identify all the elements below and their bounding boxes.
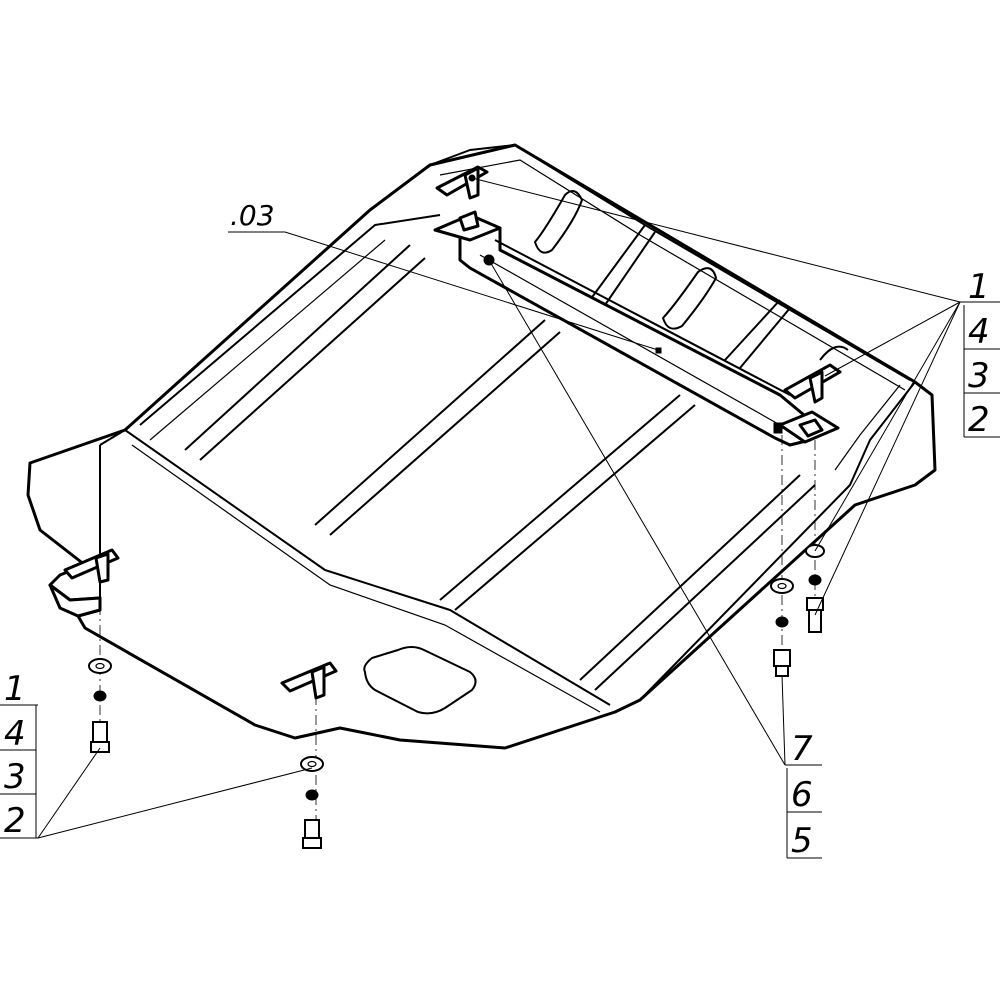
slot-2 [662, 267, 717, 330]
left-bend-line-2 [149, 239, 386, 441]
callout-right-3: 3 [968, 356, 990, 396]
callout-bottom-5: 5 [791, 821, 813, 861]
cross-member-bracket [433, 210, 840, 447]
left-bend-line [139, 214, 441, 426]
callout-left-1: 1 [4, 669, 26, 709]
rear-slots [534, 190, 717, 330]
clip-front-center [280, 661, 338, 700]
right-bend-line-2 [834, 384, 901, 471]
clip-rear-left [435, 165, 489, 200]
skid-plate [26, 143, 937, 750]
mounting-clips [48, 165, 849, 700]
callout-bottom-7: 7 [791, 729, 813, 769]
front-bend-line [124, 429, 611, 706]
stiffening-ribs [184, 224, 816, 691]
callout-right-2: 2 [968, 400, 990, 440]
callout-left-4: 4 [4, 714, 26, 754]
rear-flange [429, 144, 911, 381]
slot-1 [534, 190, 583, 254]
callout-left-3: 3 [4, 757, 26, 797]
bracket-nut-right [773, 422, 783, 434]
callout-stack-right: 1 4 3 2 [960, 267, 1000, 440]
center-mark [655, 347, 662, 354]
plate-outline [26, 143, 937, 750]
part-label-03: .03 [230, 199, 275, 232]
fastener-stack-right-inner [770, 578, 794, 677]
service-hatch-outline [363, 646, 477, 715]
fastener-stack-left [88, 658, 112, 753]
right-bend-line [639, 381, 916, 701]
callout-stack-bottom-right: 7 6 5 [785, 729, 822, 861]
clip-front-left [48, 548, 120, 618]
fastener-stack-center [300, 756, 324, 849]
callout-bottom-6: 6 [791, 775, 813, 815]
front-bend-line-2 [131, 444, 601, 713]
leader-lines [37, 177, 961, 839]
callout-left-2: 2 [4, 801, 26, 841]
clip-rear-right [783, 345, 849, 404]
callout-right-1: 1 [968, 267, 990, 307]
callout-stack-left: 1 4 3 2 [0, 669, 38, 841]
callout-right-4: 4 [968, 312, 990, 352]
